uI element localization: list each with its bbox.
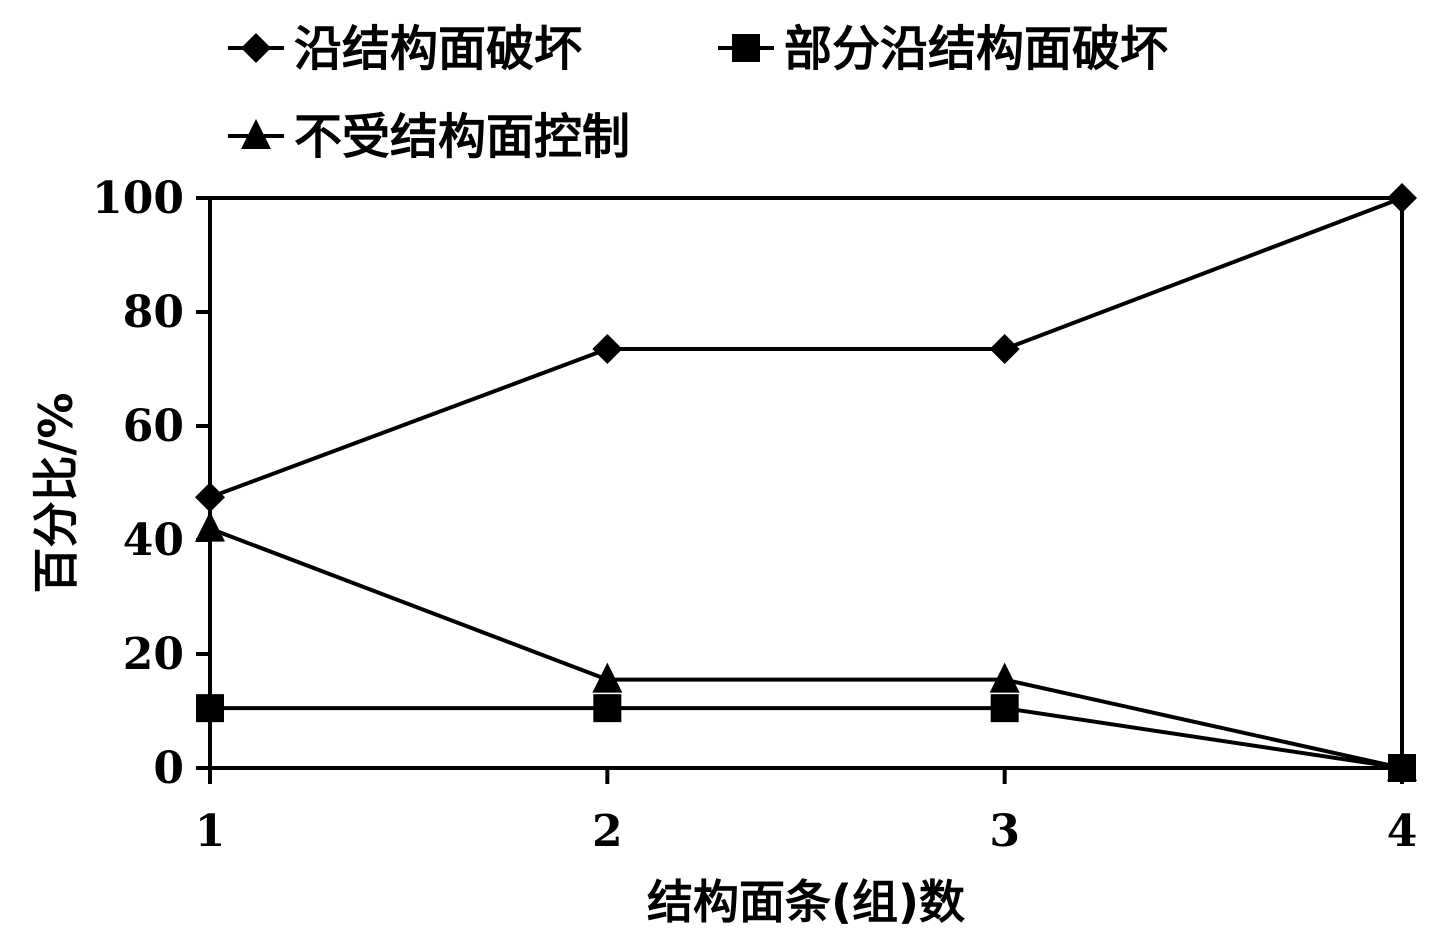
x-axis-ticks: 1 2 3 4 bbox=[195, 768, 1418, 857]
y-tick-label: 20 bbox=[123, 629, 184, 680]
x-tick-label: 4 bbox=[1387, 806, 1418, 857]
legend-item: 不受结构面控制 bbox=[228, 109, 630, 165]
data-point-diamond bbox=[195, 482, 225, 513]
x-tick-label: 1 bbox=[195, 806, 226, 857]
data-point-triangle bbox=[592, 662, 623, 693]
series-layer bbox=[195, 183, 1417, 782]
data-point-square bbox=[990, 694, 1019, 723]
y-axis-title: 百分比/% bbox=[29, 393, 83, 594]
data-point-triangle bbox=[195, 511, 225, 542]
series-diamond bbox=[195, 183, 1417, 513]
y-tick-label: 0 bbox=[153, 743, 184, 794]
plot-frame bbox=[208, 196, 1404, 770]
series-line bbox=[210, 706, 1403, 770]
data-point-triangle bbox=[989, 662, 1020, 693]
y-tick-label: 40 bbox=[123, 515, 184, 566]
legend-label: 不受结构面控制 bbox=[294, 109, 630, 165]
series-line bbox=[209, 196, 1403, 500]
x-axis-title: 结构面条(组)数 bbox=[647, 875, 965, 929]
data-point-triangle bbox=[1387, 751, 1417, 781]
data-point-square bbox=[196, 694, 224, 723]
legend-item: 沿结构面破坏 bbox=[228, 21, 582, 77]
series-triangle bbox=[195, 511, 1417, 781]
series-square bbox=[196, 694, 1416, 782]
data-point-square bbox=[593, 694, 622, 723]
plot-area bbox=[208, 196, 1404, 770]
legend-label: 部分沿结构面破坏 bbox=[784, 21, 1168, 77]
legend-item: 部分沿结构面破坏 bbox=[718, 21, 1168, 77]
data-point-diamond bbox=[1387, 183, 1417, 213]
data-point-diamond bbox=[989, 334, 1020, 365]
legend-marker-square bbox=[732, 34, 760, 62]
data-point-diamond bbox=[592, 334, 623, 365]
legend-marker-triangle bbox=[241, 119, 271, 149]
legend-marker-diamond bbox=[241, 33, 271, 63]
y-tick-label: 60 bbox=[123, 401, 184, 452]
y-tick-label: 100 bbox=[92, 173, 184, 224]
legend-label: 沿结构面破坏 bbox=[294, 21, 582, 77]
y-axis-ticks: 0 20 40 60 80 100 bbox=[92, 173, 210, 794]
y-tick-label: 80 bbox=[123, 287, 184, 338]
x-tick-label: 2 bbox=[592, 806, 623, 857]
x-tick-label: 3 bbox=[989, 806, 1020, 857]
series-line bbox=[209, 526, 1403, 770]
